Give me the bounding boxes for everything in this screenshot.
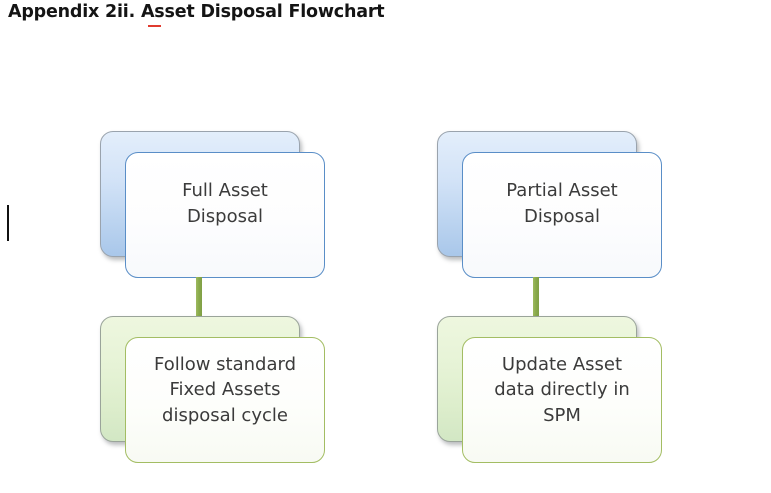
node-front-plate[interactable]: Follow standard Fixed Assets disposal cy… bbox=[125, 337, 325, 463]
node-label: Full Asset Disposal bbox=[182, 180, 268, 227]
node-label: Update Asset data directly in SPM bbox=[494, 353, 630, 426]
connector-full-asset-disposal bbox=[196, 277, 202, 317]
node-front-plate[interactable]: Partial Asset Disposal bbox=[462, 152, 662, 278]
node-label: Partial Asset Disposal bbox=[506, 180, 618, 227]
node-front-plate[interactable]: Full Asset Disposal bbox=[125, 152, 325, 278]
node-front-plate[interactable]: Update Asset data directly in SPM bbox=[462, 337, 662, 463]
connector-partial-asset-disposal bbox=[533, 277, 539, 317]
text-caret bbox=[7, 205, 9, 241]
node-label: Follow standard Fixed Assets disposal cy… bbox=[153, 353, 297, 426]
spellcheck-underline-icon bbox=[148, 25, 161, 27]
page-title: Appendix 2ii. Asset Disposal Flowchart bbox=[8, 2, 385, 22]
